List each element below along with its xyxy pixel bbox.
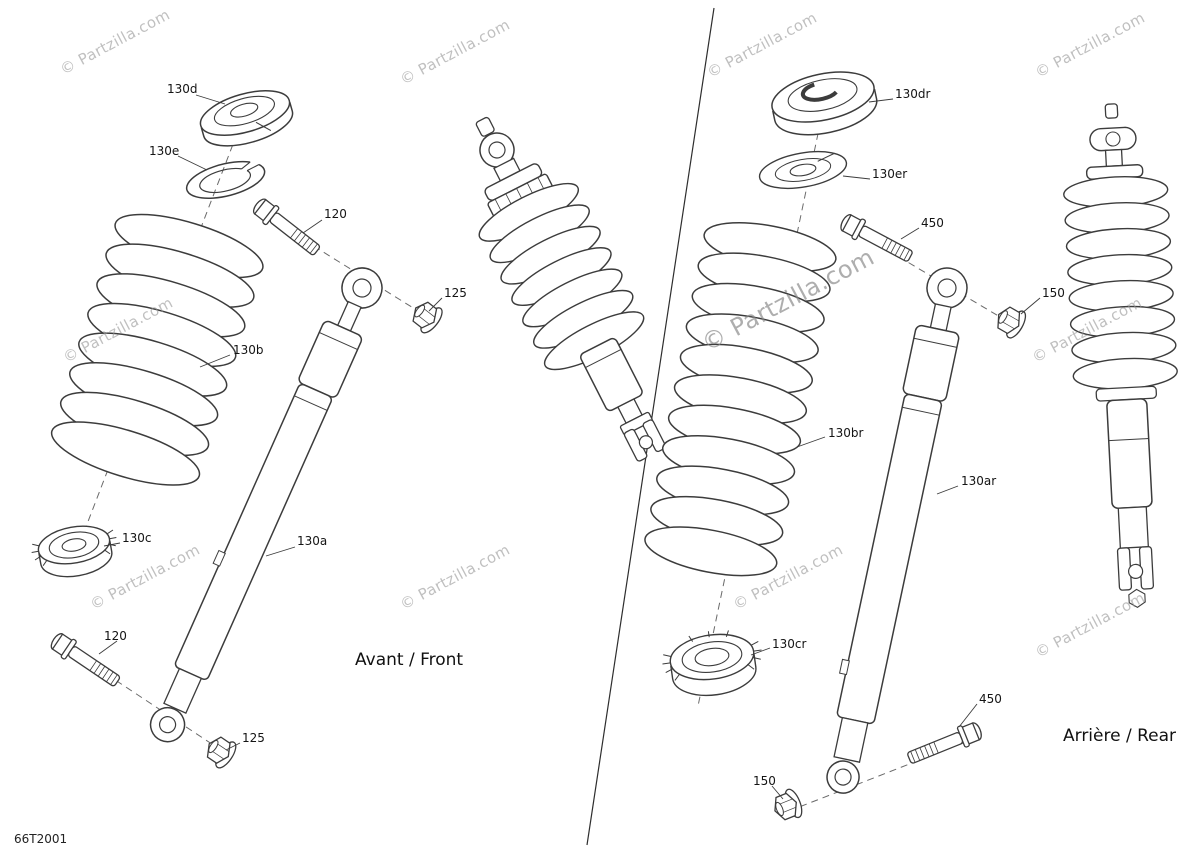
- front-shock-absorber: [149, 267, 383, 743]
- front-shock-assembly: [471, 116, 667, 462]
- callout-130e[interactable]: 130e: [149, 144, 180, 158]
- rear-lower-nut: [768, 786, 806, 826]
- callout-450-lower[interactable]: 450: [979, 692, 1002, 706]
- rear-spring-retainer: [758, 150, 848, 190]
- callout-130br[interactable]: 130br: [828, 426, 864, 440]
- rear-lower-bolt: [904, 718, 985, 770]
- rear-shock-assembly: [1062, 103, 1179, 609]
- rear-shock-absorber: [826, 267, 968, 794]
- rear-spring-cap: [771, 71, 878, 136]
- rear-section-label: Arrière / Rear: [1063, 726, 1177, 746]
- callout-130er[interactable]: 130er: [872, 167, 908, 181]
- callout-130a[interactable]: 130a: [297, 534, 328, 548]
- callout-120-lower[interactable]: 120: [104, 629, 127, 643]
- callout-130ar[interactable]: 130ar: [961, 474, 997, 488]
- front-preload-adjuster: [31, 525, 117, 578]
- front-section-label: Avant / Front: [355, 650, 464, 670]
- callout-125-lower[interactable]: 125: [242, 731, 265, 745]
- callout-130cr[interactable]: 130cr: [772, 637, 807, 651]
- front-spring-retainer: [185, 160, 266, 199]
- front-lower-nut: [200, 730, 241, 772]
- callout-130b[interactable]: 130b: [233, 343, 264, 357]
- front-upper-nut: [405, 295, 447, 337]
- diagram-code: 66T2001: [14, 832, 68, 846]
- callout-125-upper[interactable]: 125: [444, 286, 467, 300]
- callout-130c[interactable]: 130c: [122, 531, 152, 545]
- callout-150-lower[interactable]: 150: [753, 774, 776, 788]
- callout-150-upper[interactable]: 150: [1042, 286, 1065, 300]
- callout-450-upper[interactable]: 450: [921, 216, 944, 230]
- callout-leader-lines: [98, 94, 1041, 800]
- front-spring-cap: [199, 90, 294, 147]
- front-upper-bolt: [249, 194, 325, 261]
- callout-130d[interactable]: 130d: [167, 82, 198, 96]
- rear-spring: [640, 212, 841, 586]
- callout-120-upper[interactable]: 120: [324, 207, 347, 221]
- callout-130dr[interactable]: 130dr: [895, 87, 931, 101]
- rear-upper-nut: [990, 300, 1030, 342]
- rear-preload-adjuster: [662, 630, 762, 697]
